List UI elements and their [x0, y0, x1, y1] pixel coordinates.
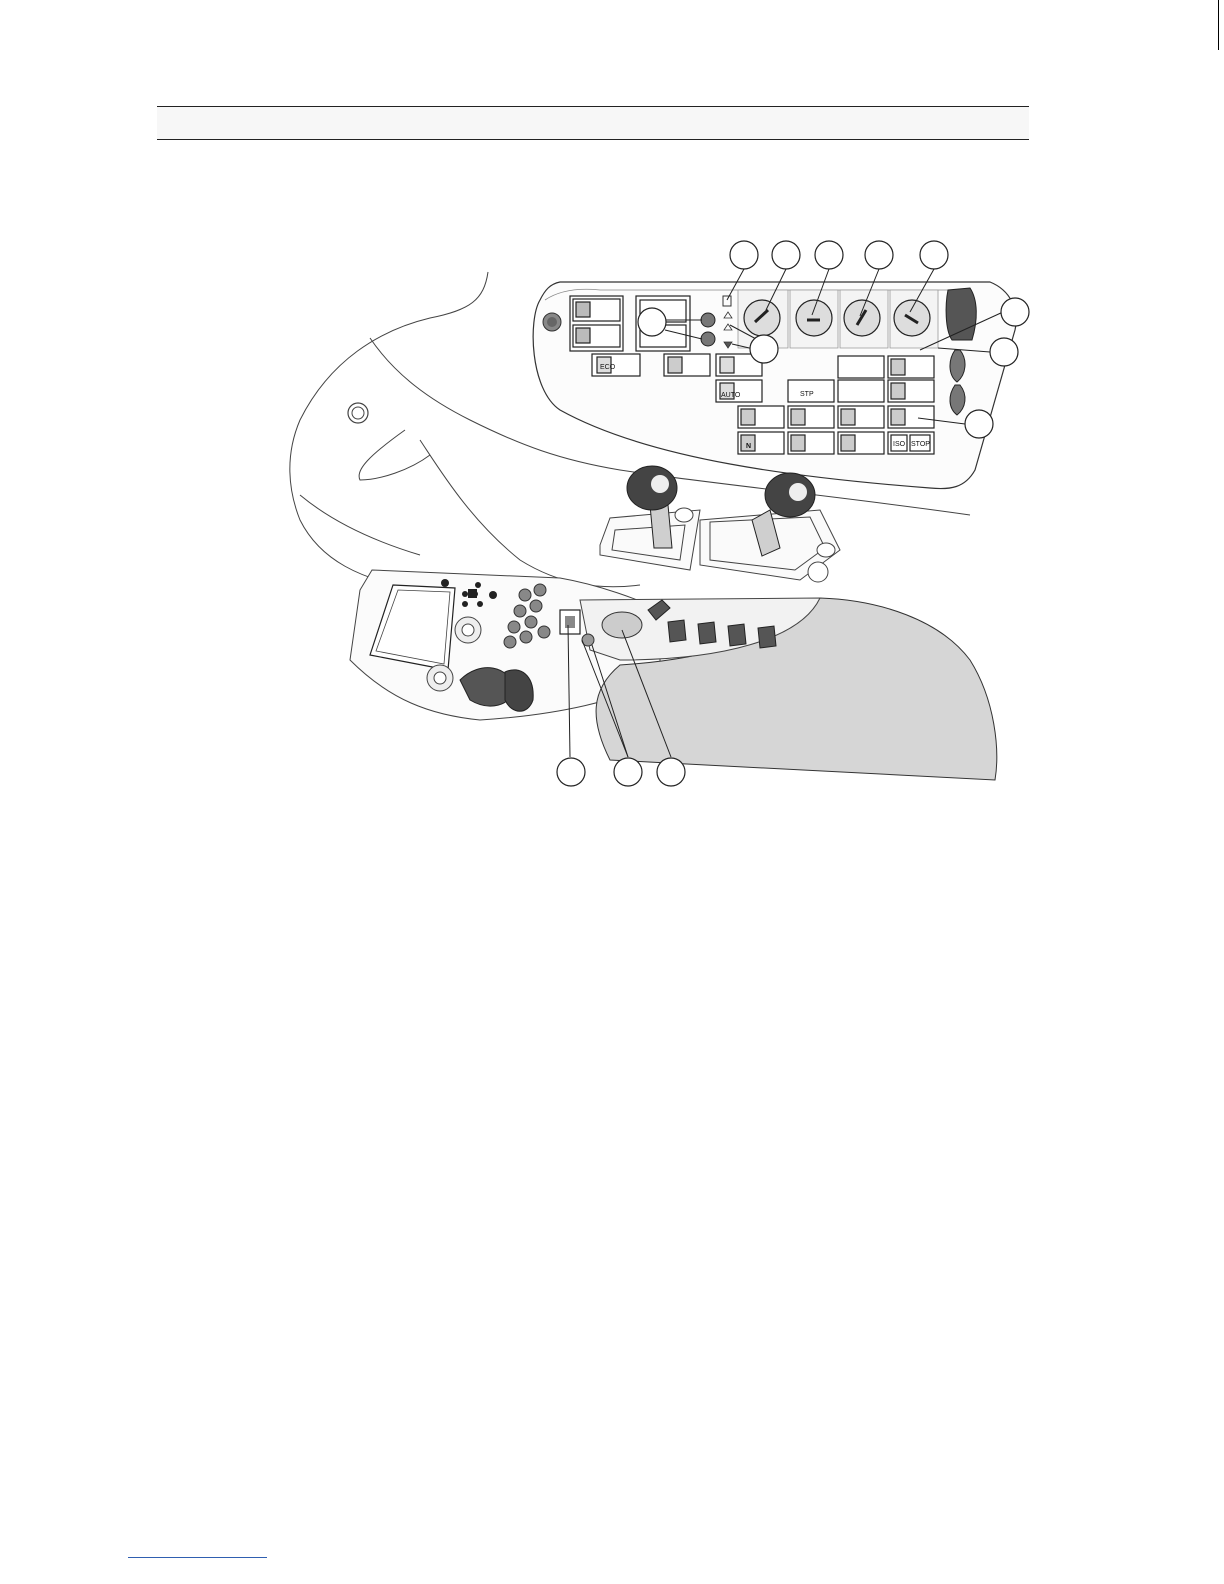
callout-right-3: [965, 410, 993, 438]
footer-rule: [128, 1557, 267, 1558]
gear-lever-area: [600, 510, 840, 580]
callout-right-1: [1001, 298, 1029, 326]
callout-left-1: [638, 308, 666, 336]
cab-window-knob: [348, 403, 368, 423]
callout-bottom-3: [657, 758, 685, 786]
callout-top-1: [730, 241, 758, 269]
callout-right-2: [990, 338, 1018, 366]
n-switch-label: N: [746, 443, 751, 450]
eco-switch-label: ECO: [600, 364, 616, 371]
auto-switch-label: AUTO: [721, 392, 741, 399]
callout-top-5: [920, 241, 948, 269]
iso-switch-label: ISO: [893, 441, 906, 448]
dial-4: [890, 290, 938, 348]
callout-bottom-2: [614, 758, 642, 786]
callout-left-2: [750, 335, 778, 363]
callout-top-2: [772, 241, 800, 269]
stop-switch-label: STOP: [911, 441, 930, 448]
callout-bottom-1: [557, 758, 585, 786]
callout-top-3: [815, 241, 843, 269]
stp-switch-label: STP: [800, 391, 814, 398]
callout-top-4: [865, 241, 893, 269]
dial-3: [840, 290, 888, 348]
dial-2: [790, 290, 838, 348]
